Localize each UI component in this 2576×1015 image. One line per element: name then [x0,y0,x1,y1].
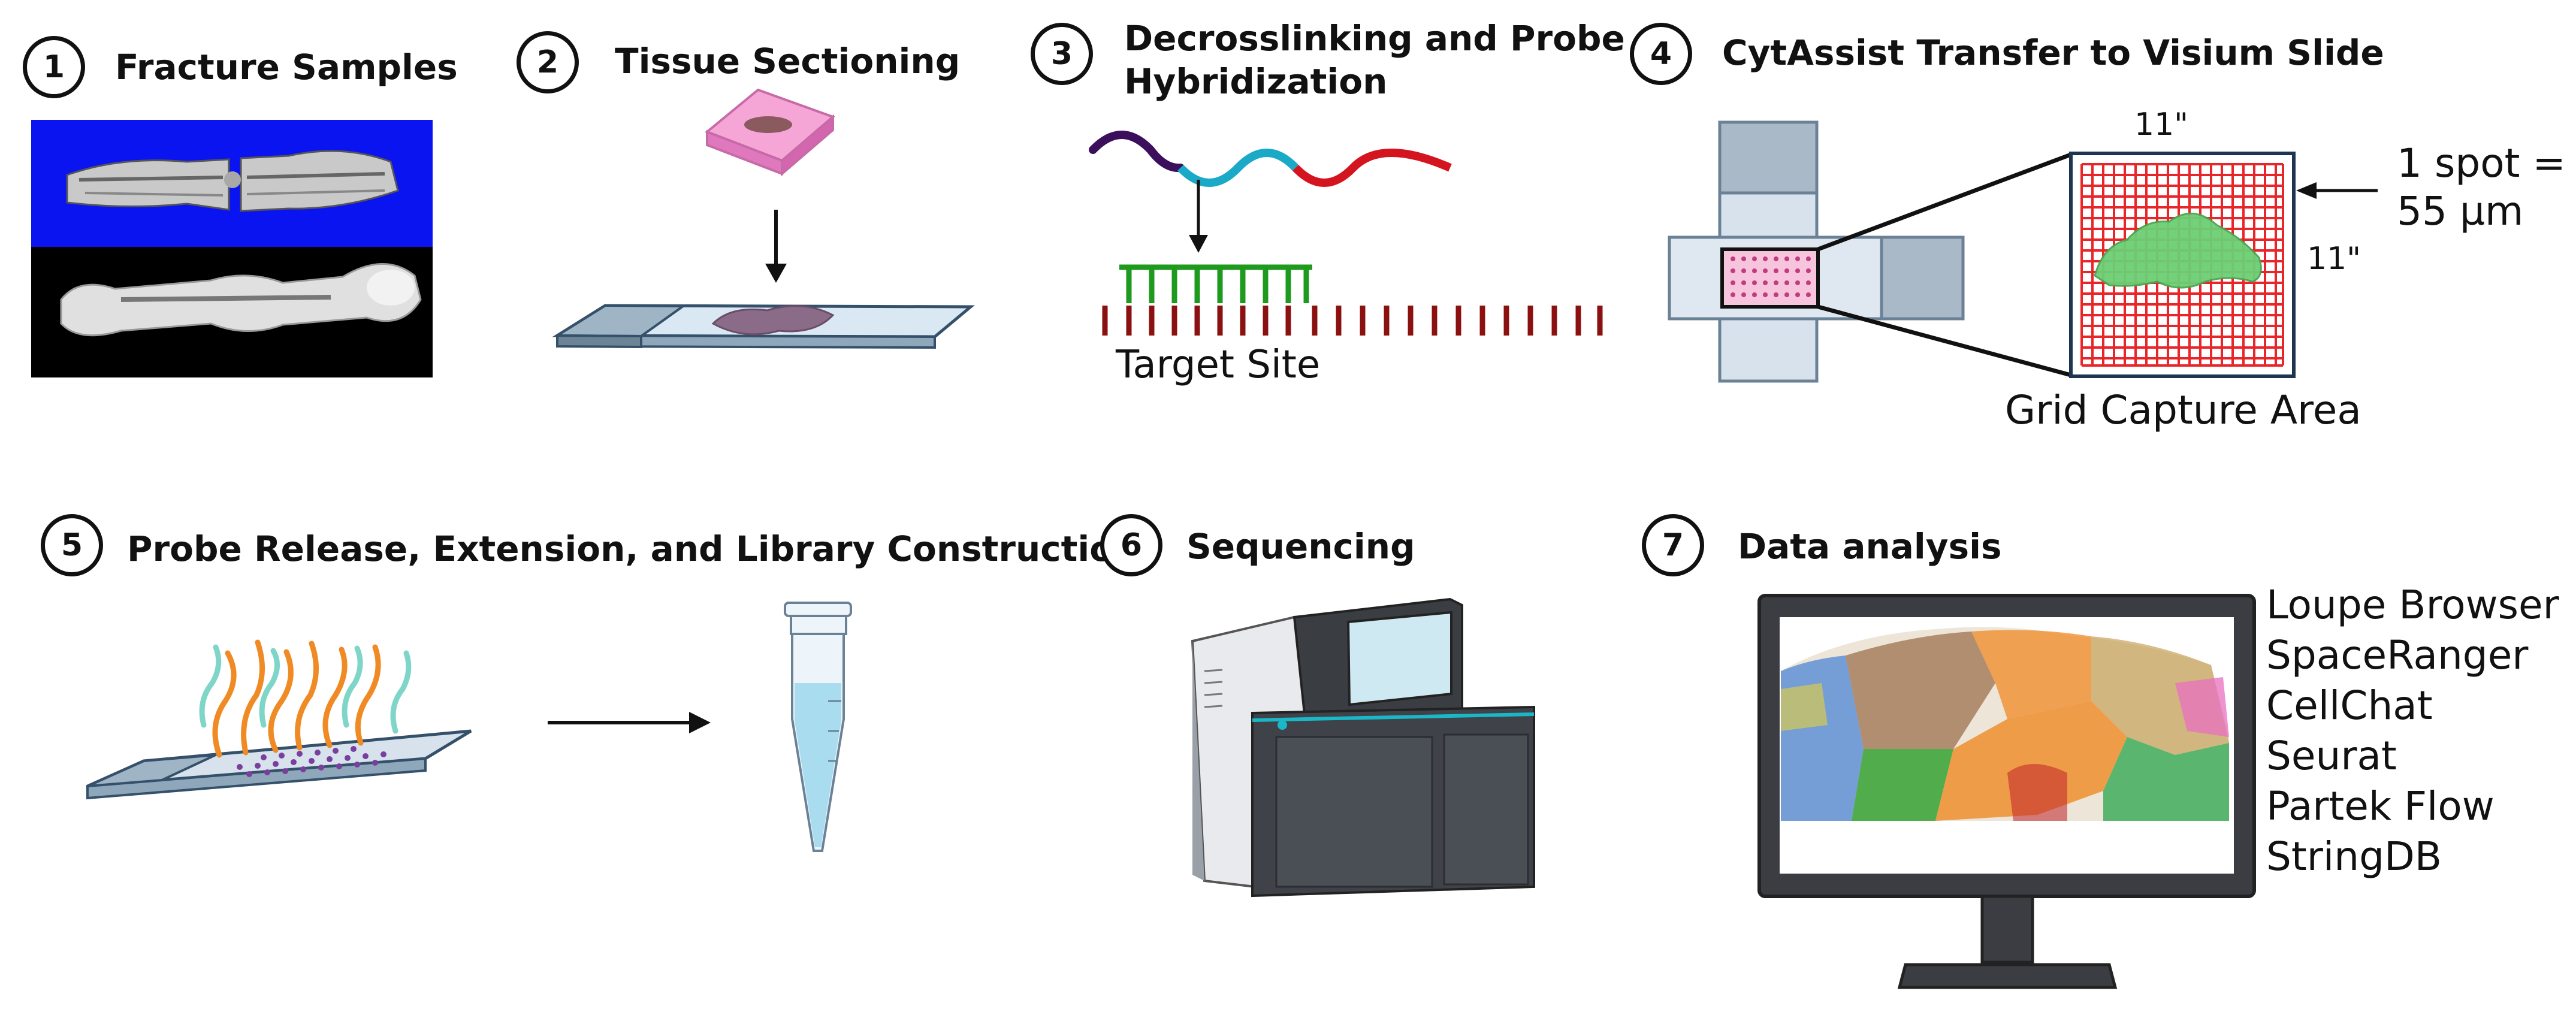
spot-size-line2: 55 µm [2397,188,2524,234]
capture-area-small [1720,247,1820,309]
tool-cellchat: CellChat [2266,682,2433,729]
step-2-title: Tissue Sectioning [615,41,961,81]
probe-hybridization-illustration [1089,131,1603,336]
step-7-number: 7 [1642,514,1704,576]
target-site-label: Target Site [1116,343,1321,387]
tool-spaceranger: SpaceRanger [2266,632,2529,678]
step-3-title-line2: Hybridization [1124,61,1388,102]
tool-stringdb: StringDB [2266,833,2442,880]
analysis-tools-list: Loupe Browser SpaceRanger CellChat Seura… [2266,580,2559,882]
tissue-block [705,88,835,177]
grid-dimension-top: 11" [2134,107,2189,143]
tool-partek-flow: Partek Flow [2266,783,2495,829]
step-4-title: CytAssist Transfer to Visium Slide [1722,32,2384,73]
spatial-plot [1781,627,2234,874]
step-4-number: 4 [1630,23,1692,85]
process-arrow [548,712,711,733]
step-7-title: Data analysis [1738,526,2002,567]
grid-dimension-right: 11" [2307,241,2361,277]
glass-slide [552,304,975,349]
probe [1119,264,1312,303]
capture-area-grid [2069,152,2296,378]
step-3-title-line1: Decrosslinking and Probe [1124,18,1625,59]
spot-arrow-head [2296,182,2317,199]
grid-capture-area-label: Grid Capture Area [2005,387,2361,433]
step-5-number: 5 [41,514,103,576]
cytassist-illustration [1668,120,2349,383]
probe-release-illustration [86,639,472,800]
rna-strand-purple [1089,131,1185,173]
spot-size-line1: 1 spot = [2397,140,2566,186]
target-site-strand [1102,306,1603,336]
step-6-title: Sequencing [1186,526,1415,567]
tissue-on-grid [2094,213,2262,289]
spot-arrow-line [2313,189,2378,192]
step-2-number: 2 [517,31,579,93]
rna-strand-cyan [1177,149,1299,187]
tool-loupe-browser: Loupe Browser [2266,582,2559,628]
tube-icon [784,602,852,852]
step-3-number: 3 [1031,23,1093,85]
tool-seurat: Seurat [2266,733,2397,779]
step-6-number: 6 [1100,514,1162,576]
fracture-samples-image [31,120,433,377]
step-1-title: Fracture Samples [115,47,458,87]
sequencer-illustration [1191,597,1535,898]
rna-strand-red [1292,149,1452,187]
step-1-number: 1 [23,36,85,98]
step-5-title: Probe Release, Extension, and Library Co… [127,528,1138,569]
monitor-illustration [1757,594,2256,989]
tissue-sectioning-illustration [552,88,975,349]
